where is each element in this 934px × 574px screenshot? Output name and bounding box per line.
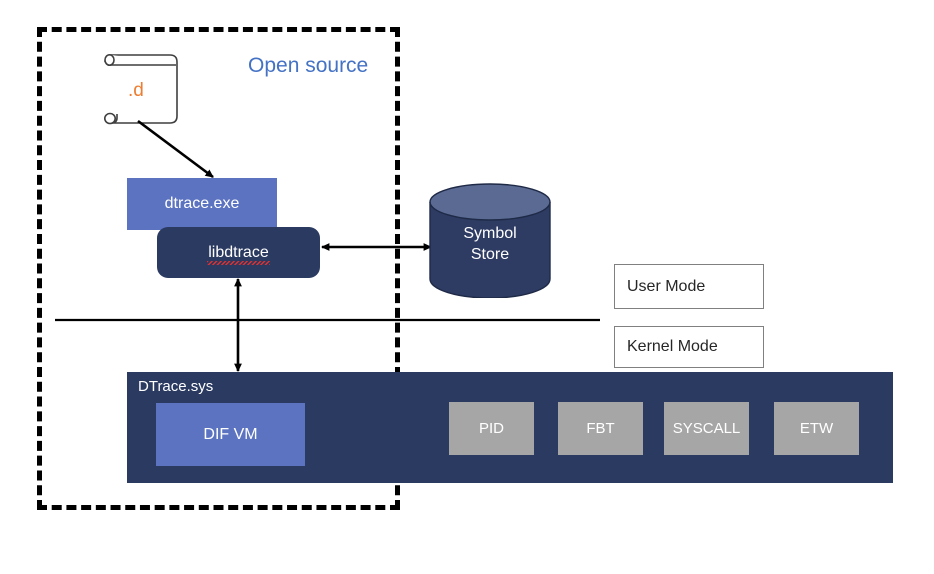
symbol-store-label-line1: Symbol bbox=[463, 225, 517, 242]
dtrace-exe-label: dtrace.exe bbox=[164, 195, 240, 212]
kernel-mode-label: Kernel Mode bbox=[627, 338, 718, 355]
kernel-mode-legend-box: Kernel Mode bbox=[614, 326, 764, 368]
provider-box-etw[interactable]: ETW bbox=[774, 402, 859, 455]
scroll-document-icon bbox=[96, 50, 188, 132]
provider-box-fbt[interactable]: FBT bbox=[558, 402, 643, 455]
dif-vm-box[interactable]: DIF VM bbox=[156, 403, 305, 466]
libdtrace-box[interactable]: libdtrace bbox=[157, 227, 320, 278]
provider-label-fbt: FBT bbox=[586, 420, 615, 437]
dtrace-sys-label: DTrace.sys bbox=[138, 378, 214, 395]
provider-box-syscall[interactable]: SYSCALL bbox=[664, 402, 749, 455]
user-mode-label: User Mode bbox=[627, 277, 706, 295]
dif-vm-label: DIF VM bbox=[203, 425, 258, 443]
open-source-label: Open source bbox=[248, 54, 369, 77]
open-source-boundary bbox=[37, 27, 400, 510]
libdtrace-label: libdtrace bbox=[207, 243, 271, 265]
symbol-store-label: Symbol Store bbox=[428, 223, 552, 265]
script-extension-label: .d bbox=[128, 80, 144, 101]
provider-label-syscall: SYSCALL bbox=[672, 420, 741, 437]
provider-label-etw: ETW bbox=[799, 420, 834, 437]
symbol-store-cylinder-icon[interactable] bbox=[428, 183, 552, 298]
provider-label-pid: PID bbox=[478, 420, 504, 437]
symbol-store-label-line2: Store bbox=[470, 246, 510, 263]
provider-box-pid[interactable]: PID bbox=[449, 402, 534, 455]
user-mode-legend-box: User Mode bbox=[614, 264, 764, 309]
dtrace-exe-box[interactable]: dtrace.exe bbox=[127, 178, 277, 230]
